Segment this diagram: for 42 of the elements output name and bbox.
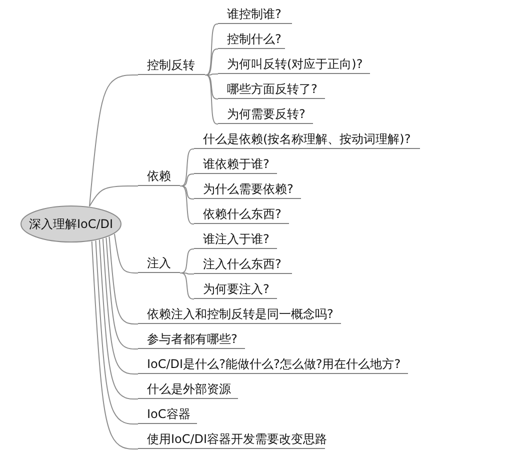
connector-line <box>91 240 138 450</box>
topic-text: IoC/DI是什么?能做什么?怎么做?用在什么地方? <box>138 355 408 374</box>
topic-text: 依赖注入和控制反转是同一概念吗? <box>138 305 341 324</box>
connector-line <box>204 24 218 76</box>
connector-line <box>180 186 194 200</box>
topic-text: 为何叫反转(对应于正向)? <box>218 55 370 74</box>
topic-text: 控制反转 <box>138 56 205 75</box>
root-topic-ellipse <box>20 205 122 243</box>
topic-text: 控制什么? <box>218 30 285 49</box>
connector-line <box>180 186 194 224</box>
topic-label: 深入理解IoC/DI <box>28 216 114 232</box>
topic-text: 参与者都有哪些? <box>138 330 245 349</box>
connector-line <box>114 233 138 274</box>
topic-text: 什么是外部资源 <box>138 380 238 399</box>
topic-text: IoC容器 <box>138 405 197 424</box>
connector-line <box>180 148 194 186</box>
topic-text: 哪些方面反转了? <box>218 80 325 99</box>
topic-text: 谁注入于谁? <box>194 230 277 249</box>
topic-text: 依赖 <box>138 167 180 186</box>
connector-line <box>204 74 218 124</box>
topic-text: 注入什么东西? <box>194 255 292 274</box>
connector-line <box>88 186 138 207</box>
connector-line <box>108 236 138 324</box>
topic-text: 谁依赖于谁? <box>194 155 277 174</box>
topic-text: 为何要注入? <box>194 280 277 299</box>
connector-line <box>106 237 138 350</box>
connector-line <box>204 74 218 76</box>
topic-text: 依赖什么东西? <box>194 205 289 224</box>
topic-text: 谁控制谁? <box>218 5 292 24</box>
connector-line <box>102 238 138 374</box>
connector-line <box>88 74 138 207</box>
connector-line <box>180 272 194 274</box>
topic-text: 使用IoC/DI容器开发需要改变思路 <box>138 430 325 449</box>
connector-line <box>204 48 218 76</box>
connector-line <box>180 272 194 300</box>
connector-line <box>95 240 138 424</box>
topic-text: 注入 <box>138 254 180 273</box>
topic-text: 什么是依赖(按名称理解、按动词理解)? <box>194 130 420 149</box>
topic-text: 为何需要反转? <box>218 105 313 124</box>
connector-line <box>180 248 194 274</box>
topic-text: 为什么需要依赖? <box>194 180 301 199</box>
connector-line <box>98 239 138 400</box>
